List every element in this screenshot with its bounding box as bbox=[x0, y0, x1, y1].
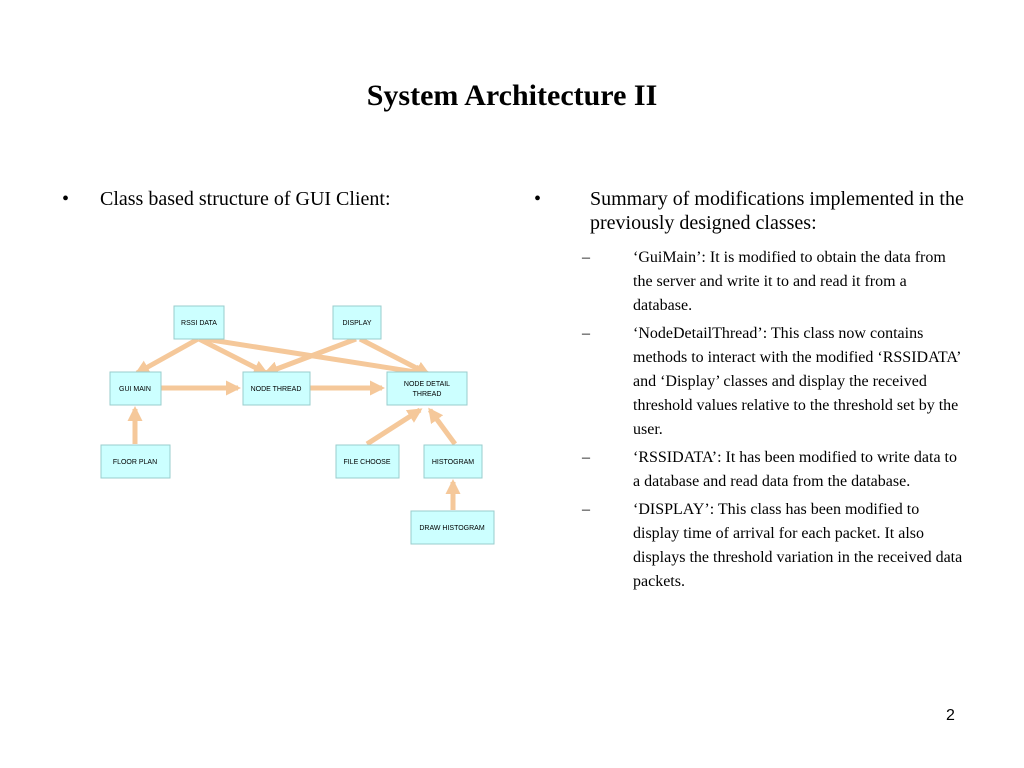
box-display: DISPLAY bbox=[332, 305, 382, 340]
box-rssi-data-shape bbox=[173, 305, 225, 340]
box-histogram-label: HISTOGRAM bbox=[432, 459, 474, 466]
slide-title: System Architecture II bbox=[366, 79, 658, 112]
arrow-rssi-to-node-thread bbox=[197, 336, 269, 376]
box-floor-plan: FLOOR PLAN bbox=[100, 444, 171, 479]
box-file-choose: FILE CHOOSE bbox=[335, 444, 400, 479]
list-item: – ‘DISPLAY’: This class has been modifie… bbox=[578, 498, 978, 594]
arrow-rssi-to-gui-main bbox=[134, 336, 200, 376]
box-rssi-data: RSSI DATA bbox=[173, 305, 225, 340]
left-bullet: • Class based structure of GUI Client: bbox=[62, 187, 482, 213]
page-number: 2 bbox=[946, 707, 955, 724]
box-draw-histogram-label: DRAW HISTOGRAM bbox=[419, 525, 485, 532]
left-bullet-text: Class based structure of GUI Client: bbox=[100, 188, 391, 210]
box-node-thread-label: NODE THREAD bbox=[251, 386, 302, 393]
box-histogram-shape bbox=[423, 444, 483, 479]
dash-marker: – bbox=[582, 449, 590, 466]
arrow-display-to-node-detail-thread bbox=[358, 336, 431, 377]
box-gui-main-shape bbox=[109, 371, 162, 406]
box-node-detail-thread-label-line1: NODE DETAIL bbox=[404, 381, 450, 388]
box-node-detail-thread: NODE DETAIL THREAD bbox=[386, 371, 468, 406]
box-histogram: HISTOGRAM bbox=[423, 444, 483, 479]
dash-marker: – bbox=[582, 501, 590, 518]
modification-list: – ‘GuiMain’: It is modified to obtain th… bbox=[578, 246, 978, 598]
box-draw-histogram-shape bbox=[410, 510, 495, 545]
box-file-choose-shape bbox=[335, 444, 400, 479]
dash-marker: – bbox=[582, 249, 590, 266]
box-display-label: DISPLAY bbox=[342, 320, 371, 327]
box-node-thread: NODE THREAD bbox=[242, 371, 311, 406]
box-gui-main-label: GUI MAIN bbox=[119, 386, 151, 393]
box-node-detail-thread-label-line2: THREAD bbox=[413, 391, 442, 398]
box-node-thread-shape bbox=[242, 371, 311, 406]
right-bullet-text: Summary of modifications implemented in … bbox=[590, 188, 964, 234]
list-item-text: ‘NodeDetailThread’: This class now conta… bbox=[633, 325, 961, 438]
list-item-text: ‘DISPLAY’: This class has been modified … bbox=[633, 501, 963, 590]
list-item: – ‘GuiMain’: It is modified to obtain th… bbox=[578, 246, 978, 318]
list-item-text: ‘GuiMain’: It is modified to obtain the … bbox=[633, 249, 946, 314]
arrow-file-choose-to-node-detail-thread bbox=[365, 407, 423, 447]
arrow-histogram-to-node-detail-thread bbox=[427, 407, 458, 446]
arrow-display-to-node-thread bbox=[263, 336, 357, 376]
bullet-marker: • bbox=[534, 188, 542, 210]
box-gui-main: GUI MAIN bbox=[109, 371, 162, 406]
box-floor-plan-label: FLOOR PLAN bbox=[113, 459, 157, 466]
box-file-choose-label: FILE CHOOSE bbox=[343, 459, 390, 466]
list-item-text: ‘RSSIDATA’: It has been modified to writ… bbox=[633, 449, 957, 490]
dash-marker: – bbox=[582, 325, 590, 342]
box-draw-histogram: DRAW HISTOGRAM bbox=[410, 510, 495, 545]
right-bullet: • Summary of modifications implemented i… bbox=[534, 187, 974, 237]
list-item: – ‘NodeDetailThread’: This class now con… bbox=[578, 322, 978, 442]
diagram-boxes: RSSI DATA DISPLAY GUI MAIN NODE THREAD N… bbox=[100, 305, 495, 545]
box-display-shape bbox=[332, 305, 382, 340]
box-rssi-data-label: RSSI DATA bbox=[181, 320, 217, 327]
box-node-detail-thread-shape bbox=[386, 371, 468, 406]
bullet-marker: • bbox=[62, 188, 70, 210]
box-floor-plan-shape bbox=[100, 444, 171, 479]
list-item: – ‘RSSIDATA’: It has been modified to wr… bbox=[578, 446, 978, 494]
diagram-arrows bbox=[127, 336, 461, 510]
